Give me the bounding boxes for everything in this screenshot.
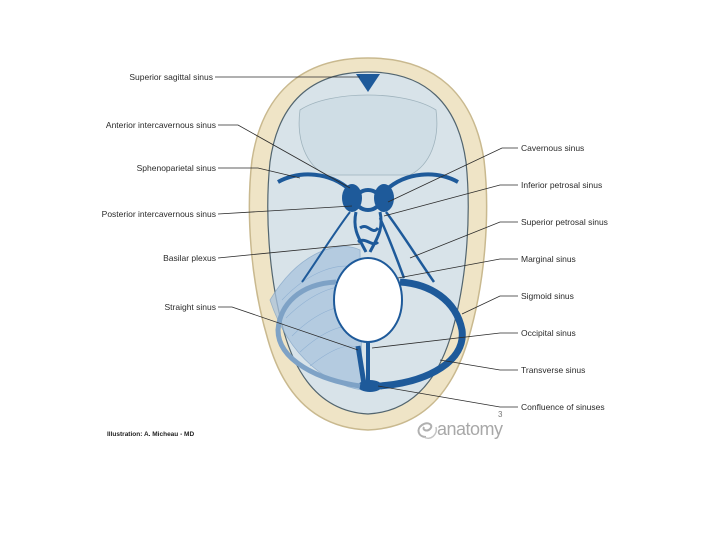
label-cavernous-sinus: Cavernous sinus xyxy=(521,143,585,153)
superior-sagittal-sinus xyxy=(356,74,380,92)
transverse-sinus-left xyxy=(275,279,361,389)
straight-sinus xyxy=(355,345,367,385)
e-anatomy-logo: anatomy xyxy=(412,417,508,443)
label-anterior-intercavernous-sinus: Anterior intercavernous sinus xyxy=(105,120,216,130)
label-posterior-intercavernous-sinus: Posterior intercavernous sinus xyxy=(101,209,216,219)
logo-text: anatomy xyxy=(437,419,503,439)
label-inferior-petrosal-sinus: Inferior petrosal sinus xyxy=(521,180,603,190)
leader-lines-left xyxy=(215,76,361,351)
confluence-of-sinuses xyxy=(358,380,382,392)
label-basilar-plexus: Basilar plexus xyxy=(163,253,216,263)
label-occipital-sinus: Occipital sinus xyxy=(521,328,576,338)
label-marginal-sinus: Marginal sinus xyxy=(521,254,576,264)
basilar-plexus xyxy=(353,211,383,253)
label-sigmoid-sinus: Sigmoid sinus xyxy=(521,291,574,301)
sphenoparietal-sinus-right xyxy=(384,172,459,192)
superior-petrosal-sinus-left xyxy=(301,211,351,283)
label-confluence-of-sinuses: Confluence of sinuses xyxy=(521,402,605,412)
foramen-magnum xyxy=(333,257,403,343)
page-number: 3 xyxy=(498,410,503,419)
superior-petrosal-sinus-right xyxy=(385,211,436,283)
label-superior-sagittal-sinus: Superior sagittal sinus xyxy=(129,72,213,82)
sphenoparietal-sinus-left xyxy=(277,172,352,192)
label-superior-petrosal-sinus: Superior petrosal sinus xyxy=(521,217,608,227)
leader-lines-right xyxy=(371,147,518,408)
illustration-credit: Illustration: A. Micheau - MD xyxy=(107,431,195,438)
intercavernous-ring xyxy=(354,188,382,212)
label-transverse-sinus: Transverse sinus xyxy=(521,365,586,375)
label-straight-sinus: Straight sinus xyxy=(164,302,217,312)
label-sphenoparietal-sinus: Sphenoparietal sinus xyxy=(136,163,216,173)
inferior-petrosal-sinus-right xyxy=(378,217,406,279)
sigmoid-transverse-sinus-right xyxy=(379,278,466,390)
anterior-fossa xyxy=(298,94,438,176)
logo-swirl-icon xyxy=(417,422,438,439)
